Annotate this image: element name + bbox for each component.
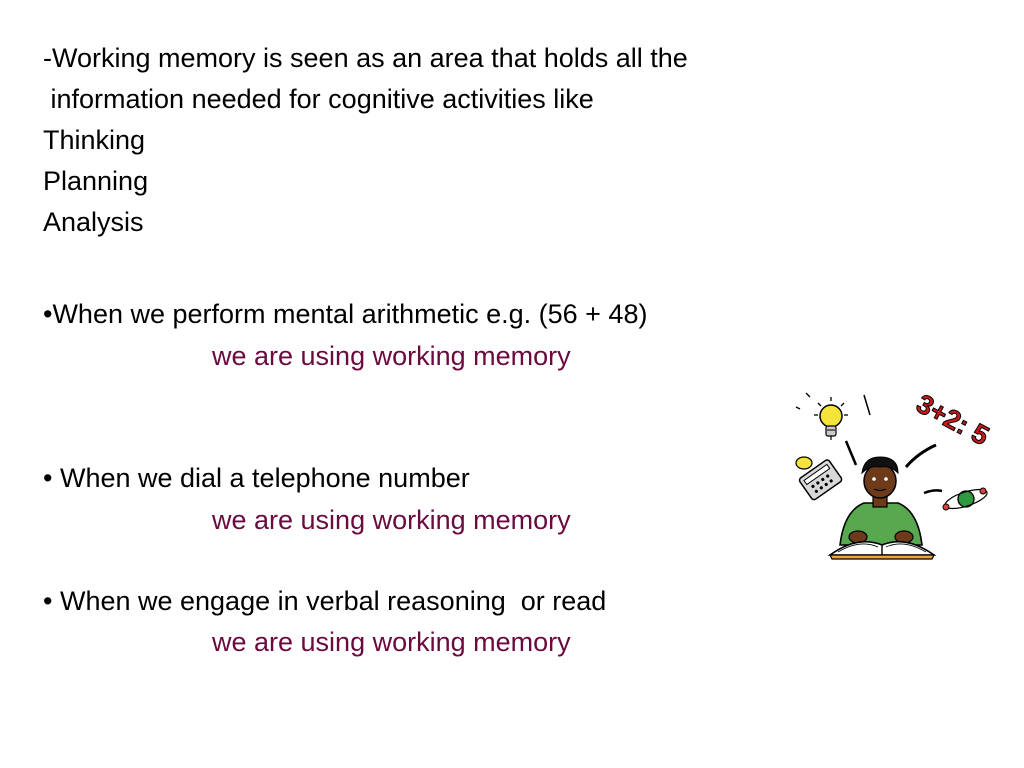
activity-thinking: Thinking	[43, 125, 146, 155]
lightbulb-icon	[795, 392, 848, 440]
intro-line-2: information needed for cognitive activit…	[43, 84, 594, 114]
activity-analysis: Analysis	[43, 207, 144, 237]
intro-line-1: -Working memory is seen as an area that …	[43, 43, 688, 73]
equation-label: 3+2: 5	[912, 388, 994, 451]
thinking-student-illustration: 3+2: 5	[795, 388, 994, 560]
bullet-mental-arithmetic: •When we perform mental arithmetic e.g. …	[43, 299, 648, 329]
activity-planning: Planning	[43, 166, 149, 196]
bullet-verbal-reasoning: • When we engage in verbal reasoning or …	[43, 586, 607, 616]
bullet-verbal-reasoning-conclusion: we are using working memory	[212, 627, 571, 657]
bullet-telephone-conclusion: we are using working memory	[212, 505, 571, 535]
bullet-telephone: • When we dial a telephone number	[43, 463, 470, 493]
atom-icon	[942, 487, 988, 511]
reading-person-icon	[827, 456, 937, 560]
telephone-icon	[798, 459, 843, 501]
bullet-mental-arithmetic-conclusion: we are using working memory	[212, 341, 571, 371]
